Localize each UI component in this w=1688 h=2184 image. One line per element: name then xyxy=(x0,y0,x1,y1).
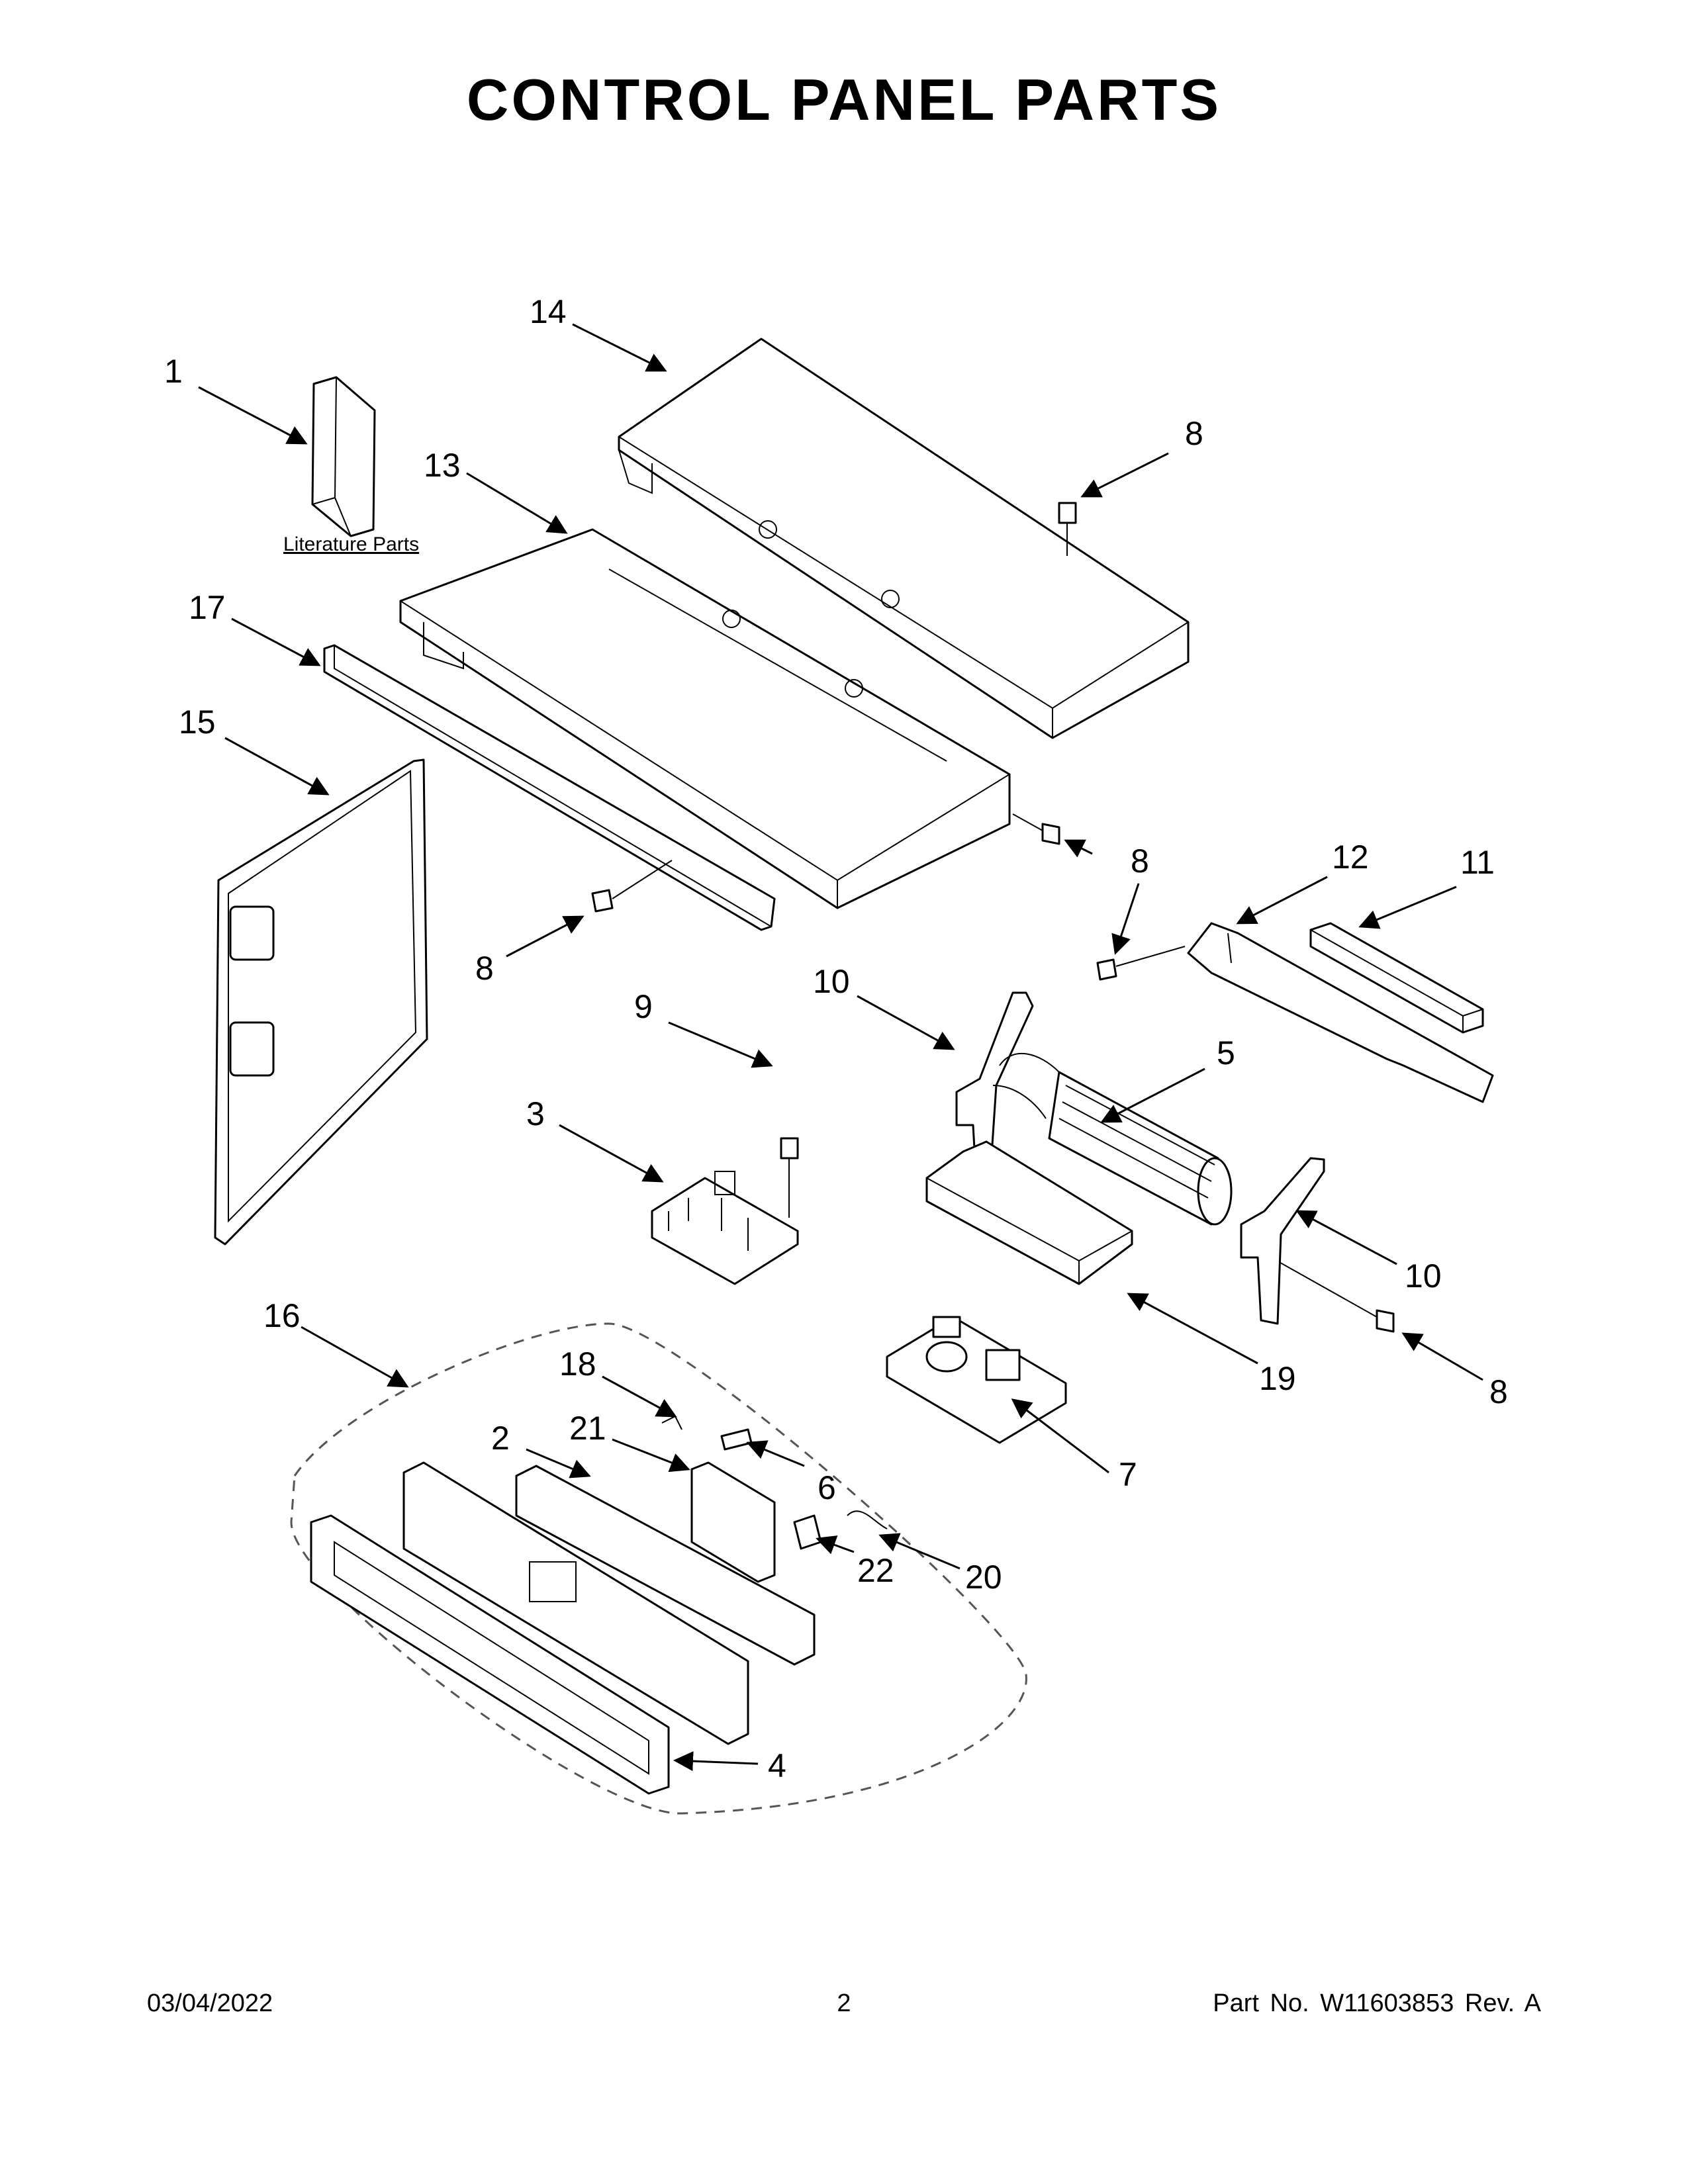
literature-booklet-part xyxy=(311,376,376,537)
foam-strip-part xyxy=(1309,922,1484,1034)
callout-12: 12 xyxy=(1332,839,1369,876)
footer-part-number: Part No. W11603853 Rev. A xyxy=(1213,1989,1541,2017)
screw-part-rail xyxy=(591,860,673,913)
screw-part-fan-bracket xyxy=(1270,1257,1395,1333)
callout-10: 10 xyxy=(1405,1257,1442,1295)
fan-bracket-part-right xyxy=(1240,1157,1325,1325)
callout-18: 18 xyxy=(559,1345,596,1383)
callout-22: 22 xyxy=(857,1552,894,1589)
relay-board-part xyxy=(651,1171,799,1285)
screw-part-board xyxy=(780,1137,799,1218)
callout-11: 11 xyxy=(1460,844,1495,881)
callout-8: 8 xyxy=(1185,415,1203,452)
footer-page-number: 2 xyxy=(837,1989,851,2017)
callout-8: 8 xyxy=(475,950,494,987)
console-frame-part xyxy=(310,1514,670,1795)
top-cover-part xyxy=(618,338,1190,739)
user-interface-board-part xyxy=(515,1461,816,1666)
footer-date: 03/04/2022 xyxy=(147,1989,273,2017)
callout-9: 9 xyxy=(634,988,653,1025)
screw-part-shelf-right xyxy=(1012,813,1060,845)
callout-3: 3 xyxy=(526,1095,545,1132)
literature-parts-label: Literature Parts xyxy=(283,533,419,555)
front-rail-part xyxy=(323,644,776,931)
callout-14: 14 xyxy=(530,293,567,330)
callout-20: 20 xyxy=(965,1559,1002,1596)
callout-21: 21 xyxy=(569,1410,606,1447)
side-panel-part xyxy=(214,758,428,1246)
mounting-bracket-part xyxy=(1187,922,1494,1103)
callout-2: 2 xyxy=(491,1420,510,1457)
callout-8: 8 xyxy=(1489,1373,1508,1410)
callout-1: 1 xyxy=(164,353,183,390)
callout-16: 16 xyxy=(263,1297,301,1334)
callout-4: 4 xyxy=(768,1747,786,1784)
page-title: CONTROL PANEL PARTS xyxy=(466,67,1222,132)
leader-lines xyxy=(198,323,1483,1772)
heat-shield-part xyxy=(925,1140,1133,1285)
control-assembly-group-outline xyxy=(290,1322,1027,1815)
callout-7: 7 xyxy=(1119,1456,1137,1493)
power-supply-board-part xyxy=(886,1316,1067,1444)
control-panel-shelf-part xyxy=(399,528,1011,909)
callout-5: 5 xyxy=(1217,1034,1235,1071)
callout-8: 8 xyxy=(1131,842,1149,880)
callout-13: 13 xyxy=(424,447,461,484)
screw-part-bracket xyxy=(1096,946,1186,981)
callout-19: 19 xyxy=(1259,1360,1296,1397)
callout-10: 10 xyxy=(813,963,850,1000)
blower-fan-part xyxy=(992,1053,1233,1226)
screw-part-top xyxy=(1058,502,1077,556)
callout-6: 6 xyxy=(818,1469,836,1506)
touch-panel-part xyxy=(402,1461,749,1745)
callout-15: 15 xyxy=(179,704,216,741)
callout-17: 17 xyxy=(189,589,226,626)
